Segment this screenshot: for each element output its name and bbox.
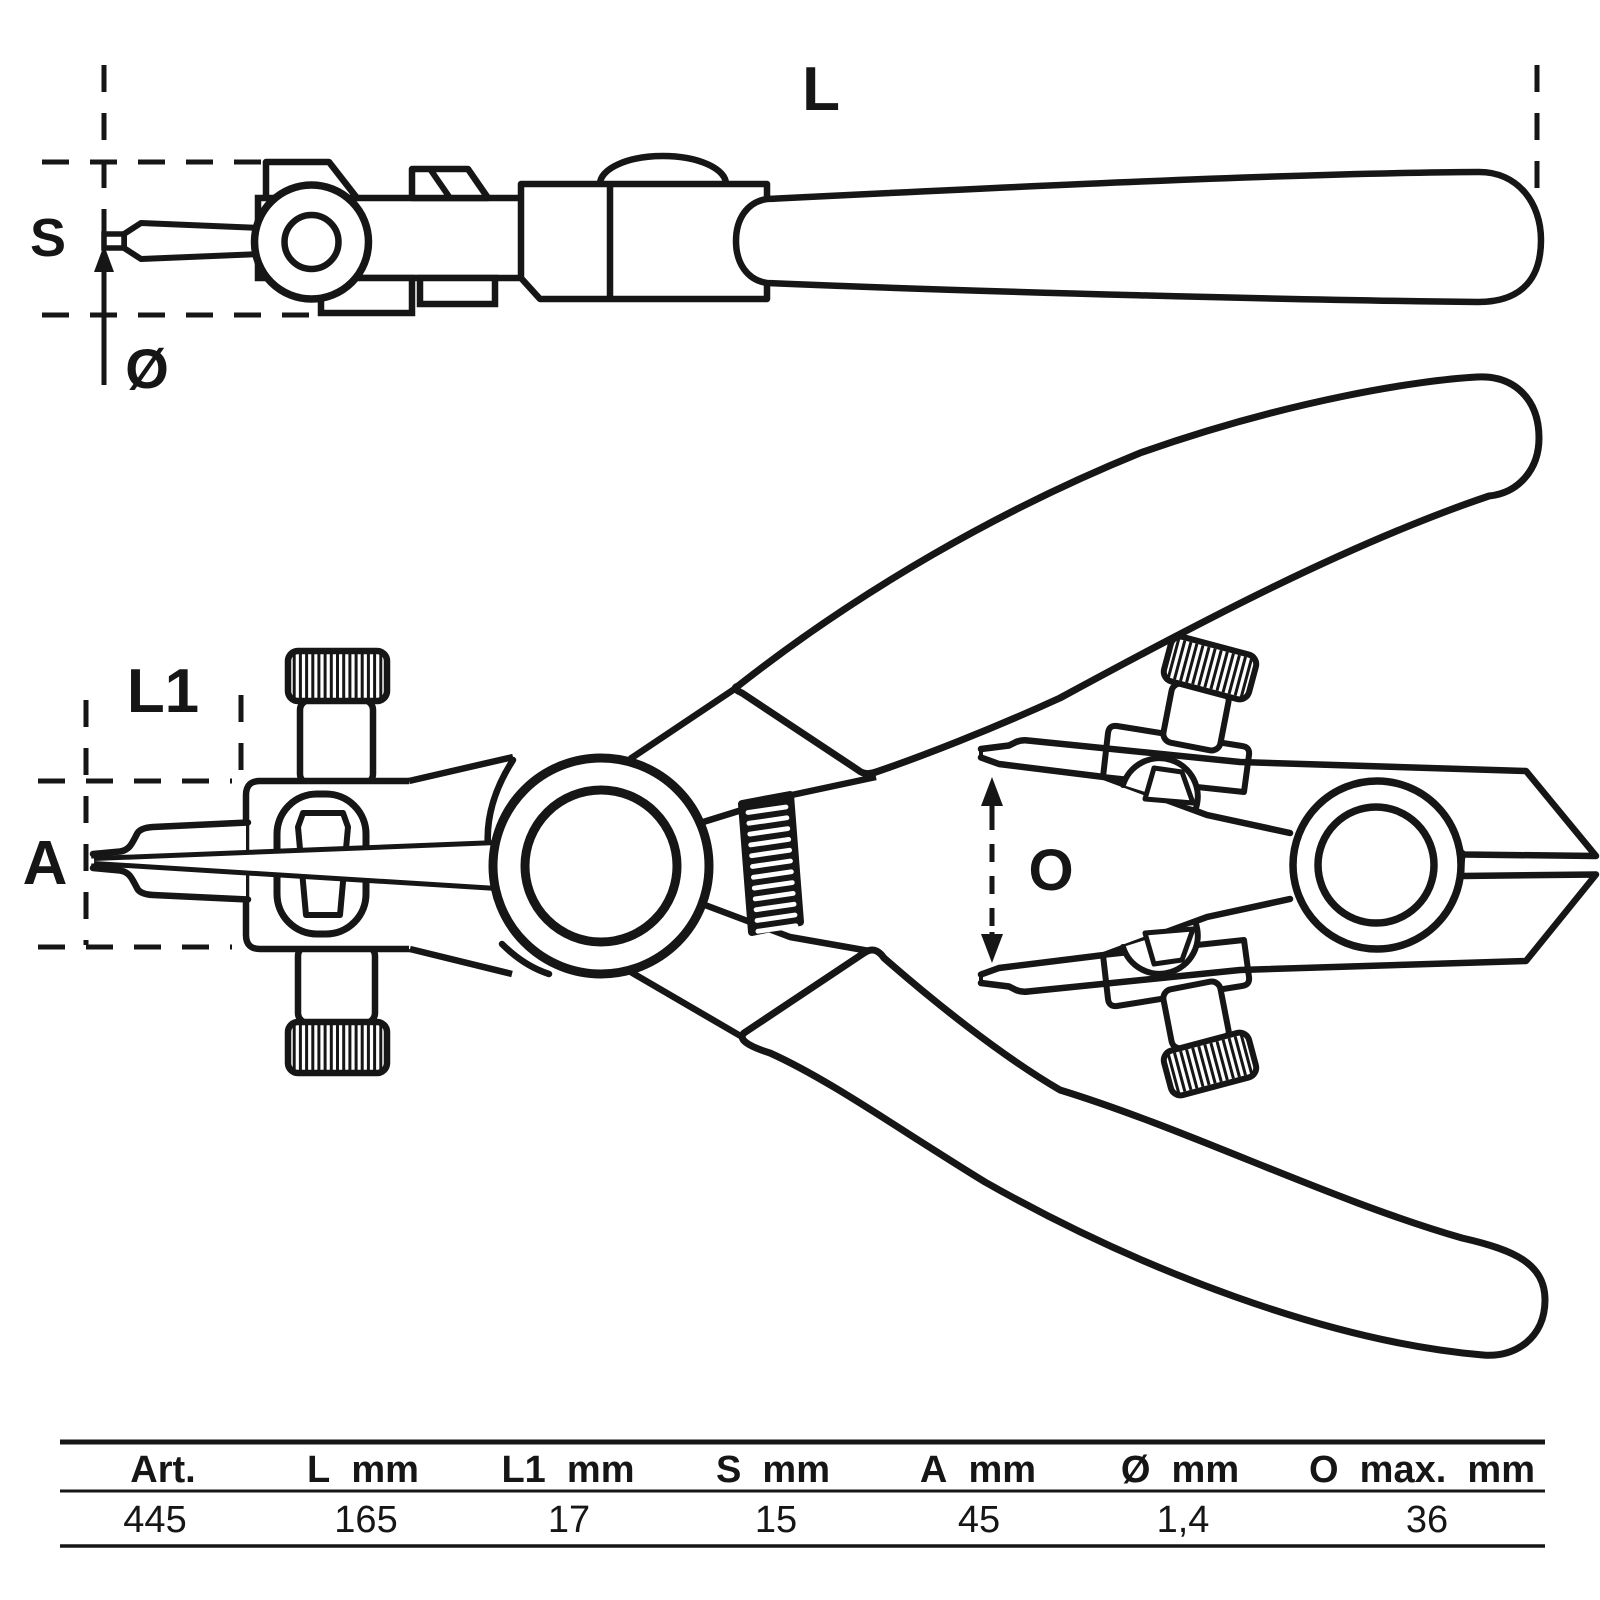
svg-text:17: 17 bbox=[548, 1499, 590, 1541]
svg-text:S mm: S mm bbox=[716, 1449, 830, 1491]
svg-text:45: 45 bbox=[958, 1499, 1000, 1541]
svg-text:Ø mm: Ø mm bbox=[1121, 1449, 1239, 1491]
svg-text:15: 15 bbox=[755, 1499, 797, 1541]
svg-text:L1 mm: L1 mm bbox=[501, 1449, 634, 1491]
svg-text:L: L bbox=[802, 55, 840, 124]
svg-text:1,4: 1,4 bbox=[1157, 1499, 1210, 1541]
svg-text:A mm: A mm bbox=[920, 1449, 1036, 1491]
svg-text:165: 165 bbox=[334, 1499, 397, 1541]
svg-text:L mm: L mm bbox=[307, 1449, 419, 1491]
svg-text:O: O bbox=[1028, 838, 1073, 903]
svg-text:445: 445 bbox=[123, 1499, 186, 1541]
svg-text:Ø: Ø bbox=[125, 337, 169, 400]
svg-text:S: S bbox=[30, 208, 66, 268]
svg-text:36: 36 bbox=[1406, 1499, 1448, 1541]
svg-text:O max. mm: O max. mm bbox=[1309, 1449, 1535, 1491]
svg-text:Art.: Art. bbox=[130, 1449, 195, 1491]
svg-text:A: A bbox=[23, 829, 68, 898]
svg-text:L1: L1 bbox=[127, 657, 199, 726]
